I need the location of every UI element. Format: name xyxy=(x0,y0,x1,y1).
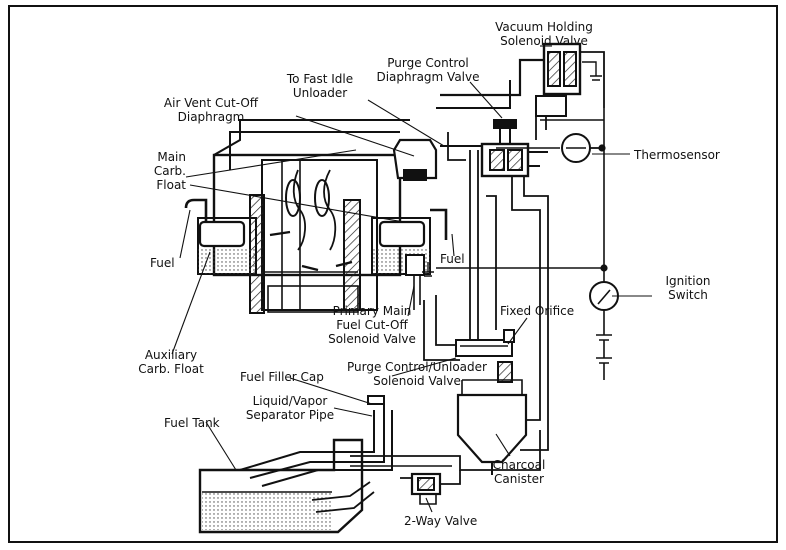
label-vacuum-holding: Vacuum Holding Solenoid Valve xyxy=(478,20,610,48)
label-ignition-switch: Ignition Switch xyxy=(648,274,728,302)
electrical-wiring xyxy=(422,108,619,380)
charcoal-canister xyxy=(456,379,528,475)
label-separator-pipe: Liquid/Vapor Separator Pipe xyxy=(236,394,344,422)
label-line: Unloader xyxy=(292,86,348,100)
label-line: Solenoid Valve xyxy=(373,374,461,388)
label-line: Canister xyxy=(494,472,544,486)
label-line: Fuel Cut-Off xyxy=(336,318,408,332)
purge-unloader-solenoid xyxy=(455,329,515,383)
label-charcoal-canister: Charcoal Canister xyxy=(486,458,552,486)
label-main-carb-float: Main Carb. Float xyxy=(134,150,186,192)
leader-lines xyxy=(171,45,652,513)
label-fuel-right: Fuel xyxy=(440,252,465,266)
label-line: Diaphragm Valve xyxy=(376,70,480,84)
label-line: Main xyxy=(157,150,186,164)
label-line: Auxiliary xyxy=(144,348,198,362)
label-line: Separator Pipe xyxy=(245,408,335,422)
label-fuel-filler-cap: Fuel Filler Cap xyxy=(240,370,324,384)
label-line: To Fast Idle xyxy=(286,72,354,86)
label-purge-unloader-solenoid: Purge Control/Unloader Solenoid Valve xyxy=(342,360,492,388)
label-line: Charcoal xyxy=(492,458,546,472)
label-fast-idle-unloader: To Fast Idle Unloader xyxy=(270,72,370,100)
label-line: Ignition xyxy=(665,274,711,288)
label-auxiliary-carb-float: Auxiliary Carb. Float xyxy=(126,348,216,376)
label-fixed-orifice: Fixed Orifice xyxy=(500,304,575,318)
carburetor xyxy=(184,119,448,314)
fuel-tank xyxy=(198,395,468,534)
label-line: Vacuum Holding xyxy=(495,20,593,34)
label-primary-main-solenoid: Primary Main Fuel Cut-Off Solenoid Valve xyxy=(322,304,422,346)
label-line: Float xyxy=(156,178,186,192)
label-air-vent-diaphragm: Air Vent Cut-Off Diaphragm xyxy=(146,96,276,124)
two-way-valve xyxy=(400,470,461,505)
label-fuel-left: Fuel xyxy=(150,256,175,270)
label-line: Primary Main xyxy=(332,304,412,318)
label-line: Carb. Float xyxy=(138,362,204,376)
label-line: Liquid/Vapor xyxy=(252,394,328,408)
label-line: Solenoid Valve xyxy=(500,34,588,48)
label-line: Air Vent Cut-Off xyxy=(163,96,259,110)
label-line: Solenoid Valve xyxy=(328,332,416,346)
label-thermosensor: Thermosensor xyxy=(634,148,720,162)
label-line: Carb. xyxy=(153,164,186,178)
label-line: Purge Control/Unloader xyxy=(347,360,487,374)
label-two-way-valve: 2-Way Valve xyxy=(404,514,478,528)
label-line: Purge Control xyxy=(387,56,469,70)
label-line: Switch xyxy=(668,288,708,302)
vacuum-holding-valve xyxy=(535,42,605,140)
label-purge-control-diaphragm: Purge Control Diaphragm Valve xyxy=(368,56,488,84)
label-line: Diaphragm xyxy=(177,110,245,124)
label-fuel-tank: Fuel Tank xyxy=(164,416,220,430)
thermosensor xyxy=(561,133,606,163)
purge-control-valve xyxy=(480,119,548,178)
diagram-border xyxy=(8,5,778,543)
